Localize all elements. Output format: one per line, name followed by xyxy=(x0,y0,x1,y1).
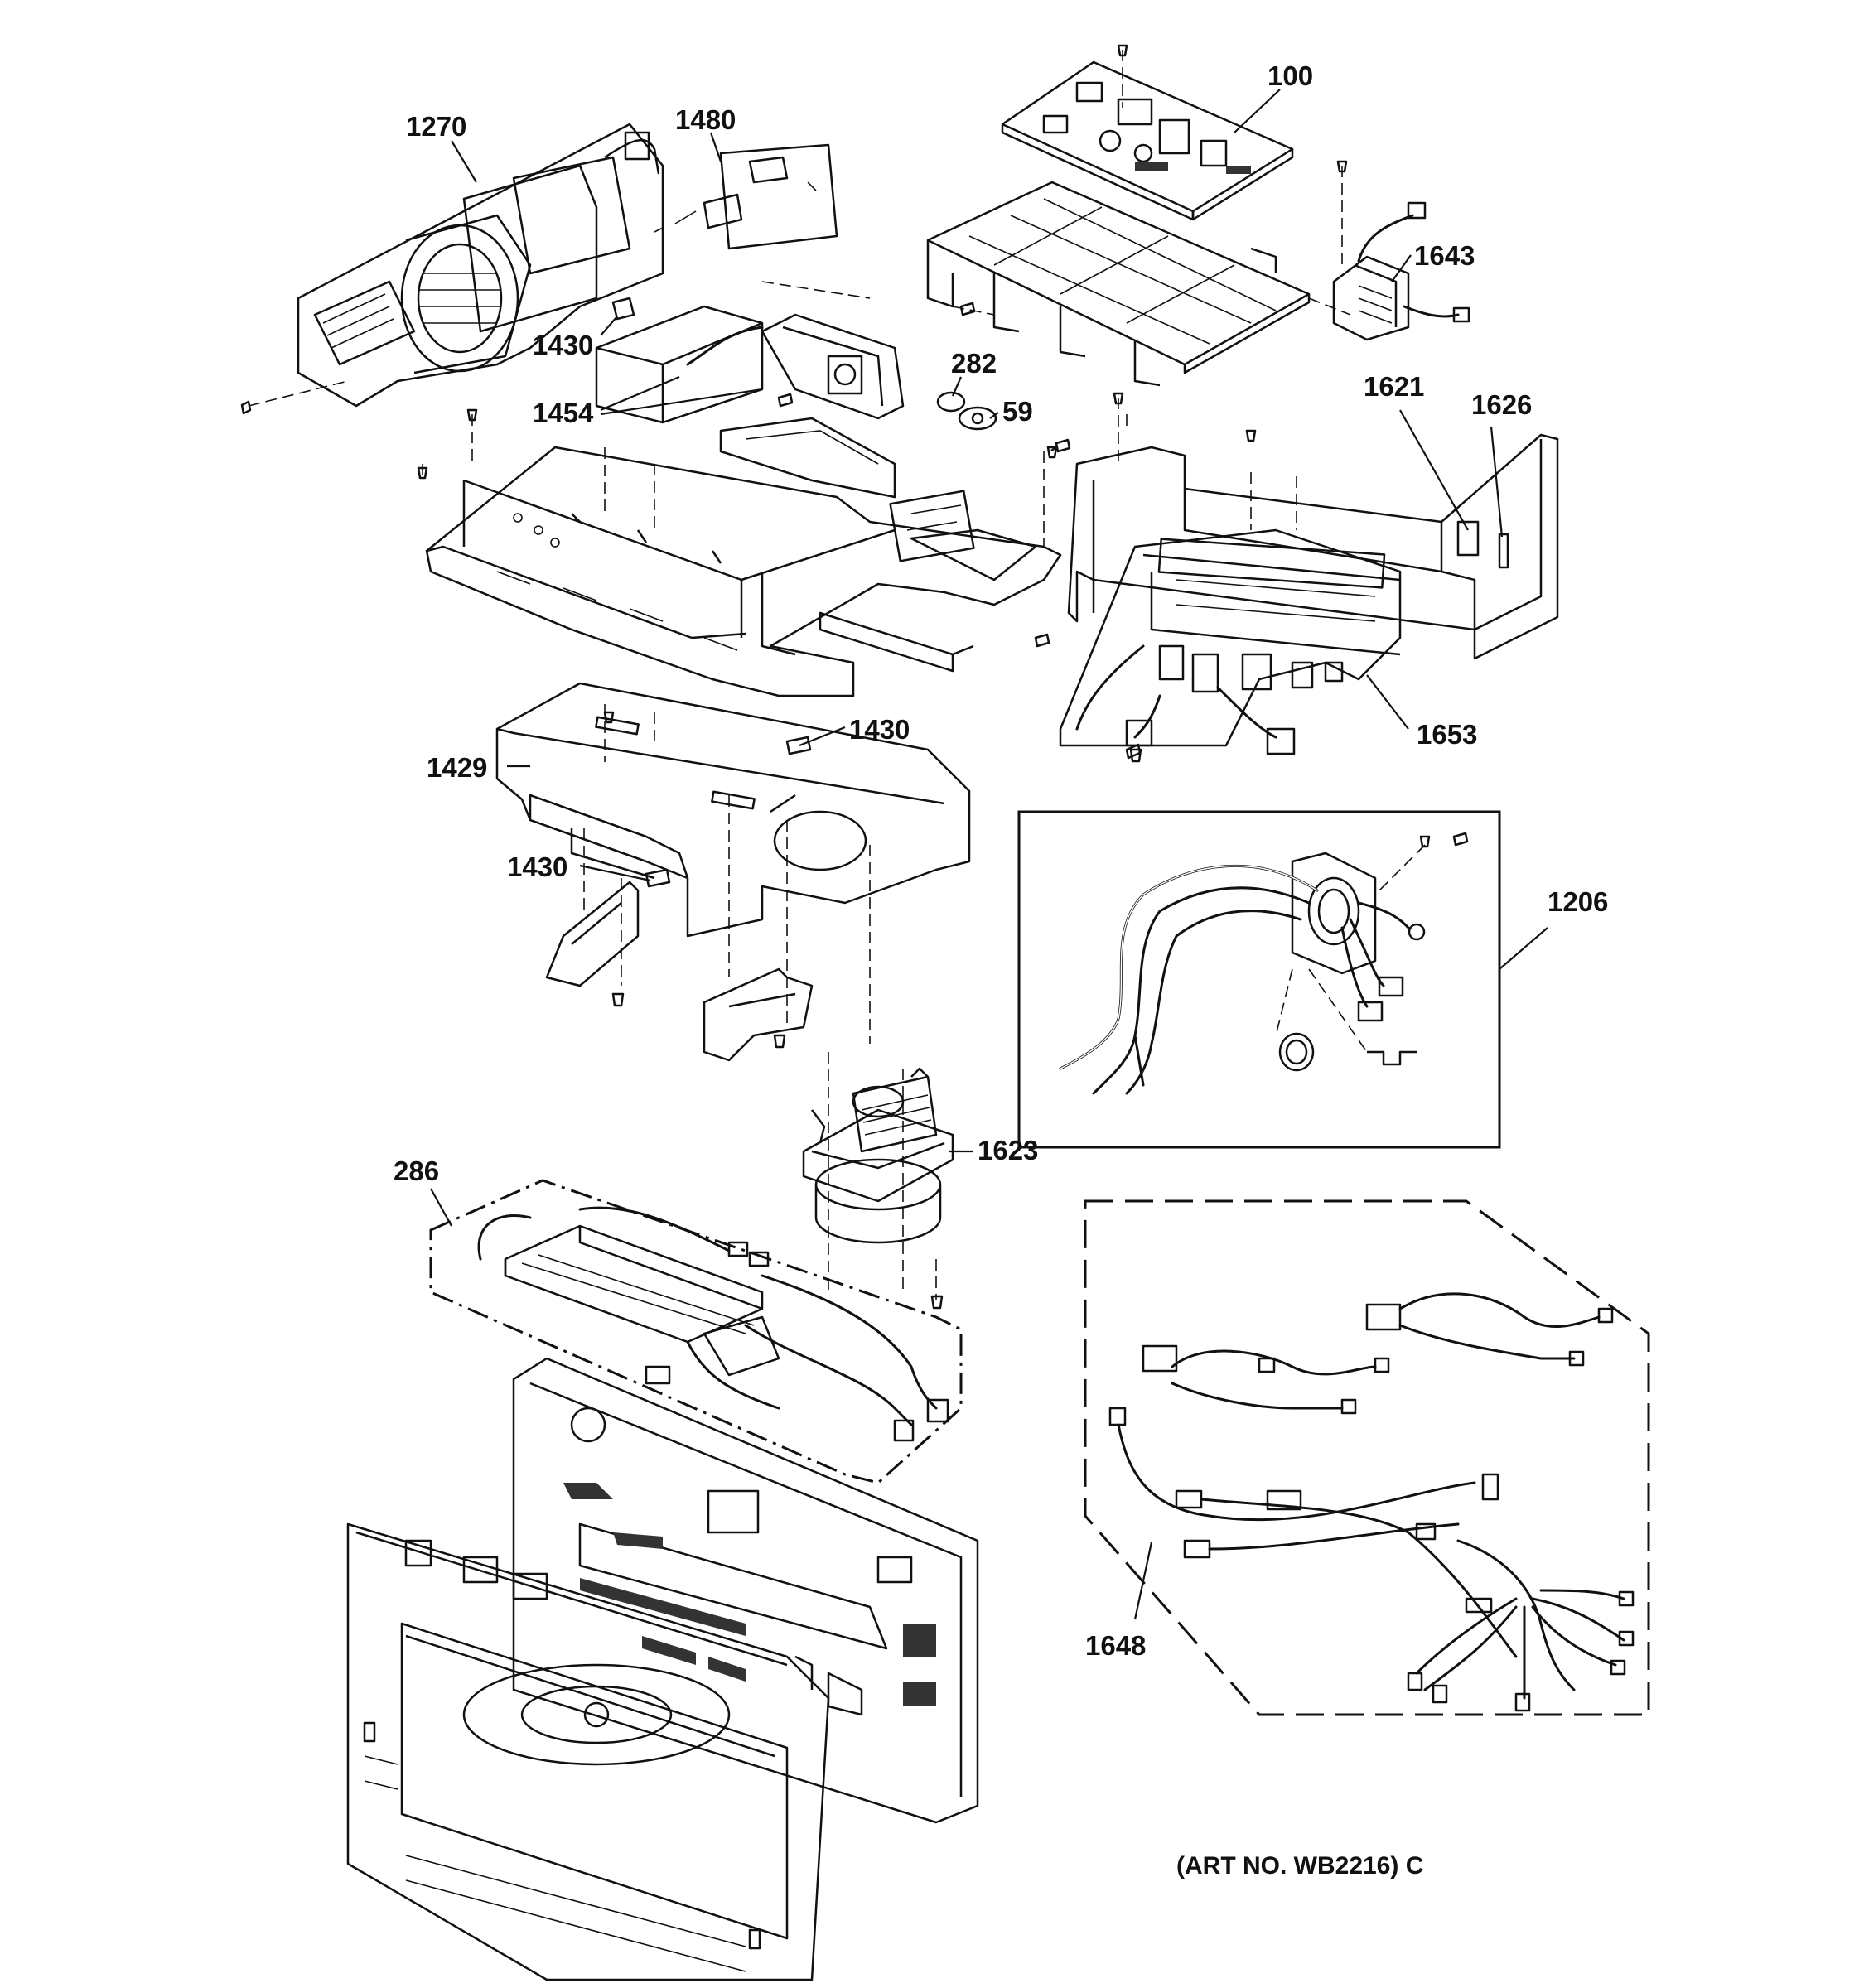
callout-100: 100 xyxy=(1268,60,1313,91)
part-oven-cavity-front-frame xyxy=(346,1357,979,1981)
callout-1648: 1648 xyxy=(1085,1630,1146,1661)
part-100-control-board xyxy=(1001,44,1294,221)
part-magnetron-housing xyxy=(595,305,997,431)
part-286-heater-assembly xyxy=(429,1179,963,1484)
part-1270-blower-assembly xyxy=(240,123,664,415)
callout-1430-top: 1430 xyxy=(533,330,593,360)
part-1430-thermal-cutouts xyxy=(611,297,812,888)
part-1623-stirrer-motor xyxy=(802,1067,954,1244)
part-1621-1626-side-panel xyxy=(1067,433,1559,660)
callout-labels: 100 1270 1480 1643 1430 282 59 1454 1621… xyxy=(394,60,1608,1879)
art-number: (ART NO. WB2216) C xyxy=(1176,1852,1423,1879)
callout-282: 282 xyxy=(951,348,997,379)
callout-1626: 1626 xyxy=(1471,389,1532,420)
callout-1643: 1643 xyxy=(1414,240,1475,271)
callout-leader-lines xyxy=(430,89,1548,1620)
callout-59: 59 xyxy=(1002,396,1033,427)
callout-1430-mid: 1430 xyxy=(849,714,910,745)
callout-1429: 1429 xyxy=(427,752,487,783)
part-cabinet-top-frame xyxy=(425,417,1062,697)
callout-286: 286 xyxy=(394,1156,439,1186)
callout-1653: 1653 xyxy=(1417,719,1477,750)
part-1648-harness-set xyxy=(1084,1199,1650,1716)
part-1206-harness-box xyxy=(1017,810,1501,1149)
part-1429-base-plate xyxy=(495,682,971,938)
part-1653-relay-board xyxy=(1059,528,1402,763)
part-1643-transformer xyxy=(1332,160,1470,341)
callout-1621: 1621 xyxy=(1364,371,1424,402)
callout-1480: 1480 xyxy=(675,104,736,135)
part-1480-switch-bracket xyxy=(654,143,838,250)
callout-1623: 1623 xyxy=(978,1135,1038,1165)
callout-1430-low: 1430 xyxy=(507,852,567,882)
callout-1270: 1270 xyxy=(406,111,466,142)
callout-1454: 1454 xyxy=(533,398,594,428)
part-lower-brackets xyxy=(545,881,814,1062)
callout-1206: 1206 xyxy=(1548,886,1608,917)
